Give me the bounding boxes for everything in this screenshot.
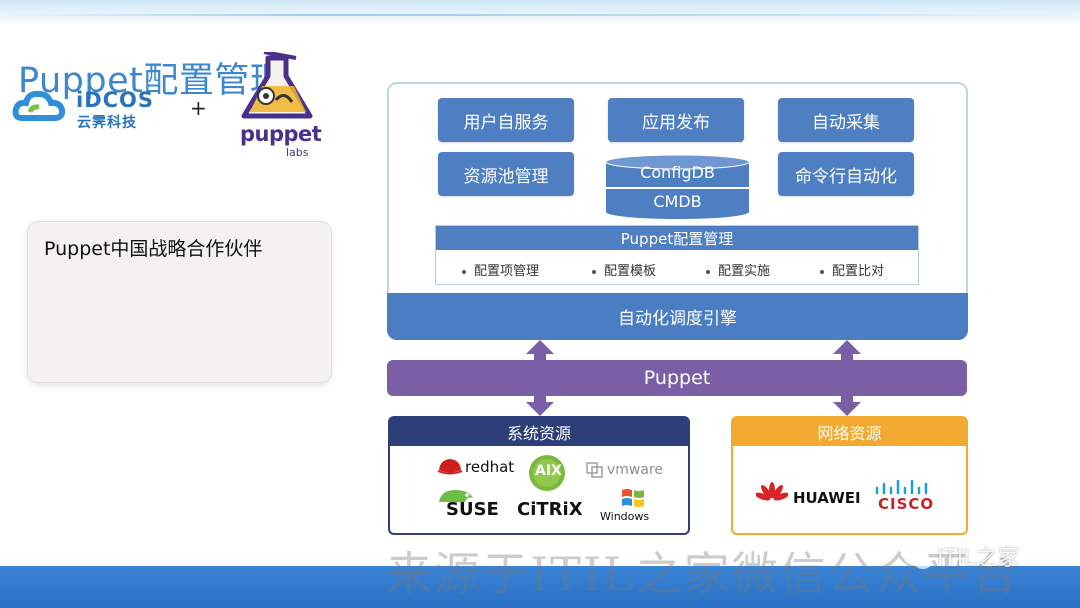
idcos-cloud-icon [12, 90, 66, 121]
citrix-logo-text: CiTRiX [517, 499, 583, 520]
cisco-logo-text: CISCO [878, 495, 935, 513]
puppet-bar: Puppet [387, 360, 967, 396]
database-cylinder-icon [605, 154, 750, 219]
puppet-flask-icon [241, 52, 313, 119]
config-panel-title: Puppet配置管理 [436, 226, 918, 250]
config-item: 配置实施 [706, 260, 770, 279]
plus-sign: + [190, 96, 207, 120]
page-title: Puppet配置管理 [18, 61, 286, 101]
config-item-label: 配置项管理 [474, 264, 540, 279]
config-item-label: 配置实施 [718, 264, 771, 279]
bottom-decoration-band [0, 566, 1080, 608]
config-item: 配置比对 [820, 260, 884, 279]
huawei-flower-icon [756, 482, 788, 501]
bullet-icon [820, 269, 824, 274]
cmdb-label: CMDB [653, 192, 702, 211]
vmware-logo-text: vmware [607, 462, 664, 478]
aix-logo-text: AIX [535, 463, 562, 479]
network-resources-title: 网络资源 [733, 418, 966, 446]
scheduling-engine-bar: 自动化调度引擎 [387, 293, 968, 340]
partner-card: Puppet中国战略合作伙伴 [28, 222, 331, 382]
bullet-icon [592, 269, 596, 274]
system-resources-title: 系统资源 [390, 418, 688, 446]
top-decoration-band [0, 0, 1080, 26]
huawei-logo-text: HUAWEI [793, 489, 861, 507]
windows-flag-icon [622, 489, 644, 507]
config-item-label: 配置模板 [604, 264, 657, 279]
bullet-icon [706, 269, 710, 274]
idcos-logo-cn-text: 云霁科技 [77, 115, 137, 131]
watermark-badge: ITIL之家 [937, 546, 1020, 571]
suse-chameleon-icon [439, 490, 473, 502]
self-service-box: 用户自服务 [438, 98, 574, 142]
cisco-bars-icon [875, 479, 928, 495]
bullet-icon [462, 269, 466, 274]
puppet-config-panel: Puppet配置管理 配置项管理 配置模板 配置实施 配置比对 [435, 225, 919, 285]
idcos-logo-text: iDCOS [76, 88, 155, 112]
configdb-label: ConfigDB [640, 163, 715, 182]
puppet-labs-text: labs [286, 146, 309, 159]
aix-icon [529, 455, 565, 491]
resource-pool-box: 资源池管理 [438, 152, 574, 196]
network-resources-box: 网络资源 [731, 416, 968, 535]
cli-automation-box: 命令行自动化 [778, 152, 914, 196]
puppet-logo-text: puppet [240, 122, 322, 146]
redhat-icon [437, 459, 463, 475]
config-item: 配置模板 [592, 260, 656, 279]
windows-logo-text: Windows [600, 510, 650, 523]
vmware-icon [586, 462, 603, 478]
app-release-box: 应用发布 [608, 98, 744, 142]
wechat-icon [904, 549, 932, 569]
config-item-label: 配置比对 [832, 264, 885, 279]
partner-card-title: Puppet中国战略合作伙伴 [44, 238, 263, 260]
redhat-logo-text: redhat [465, 458, 515, 476]
suse-logo-text: SUSE [446, 499, 499, 520]
auto-collect-box: 自动采集 [778, 98, 914, 142]
config-item: 配置项管理 [462, 260, 539, 279]
